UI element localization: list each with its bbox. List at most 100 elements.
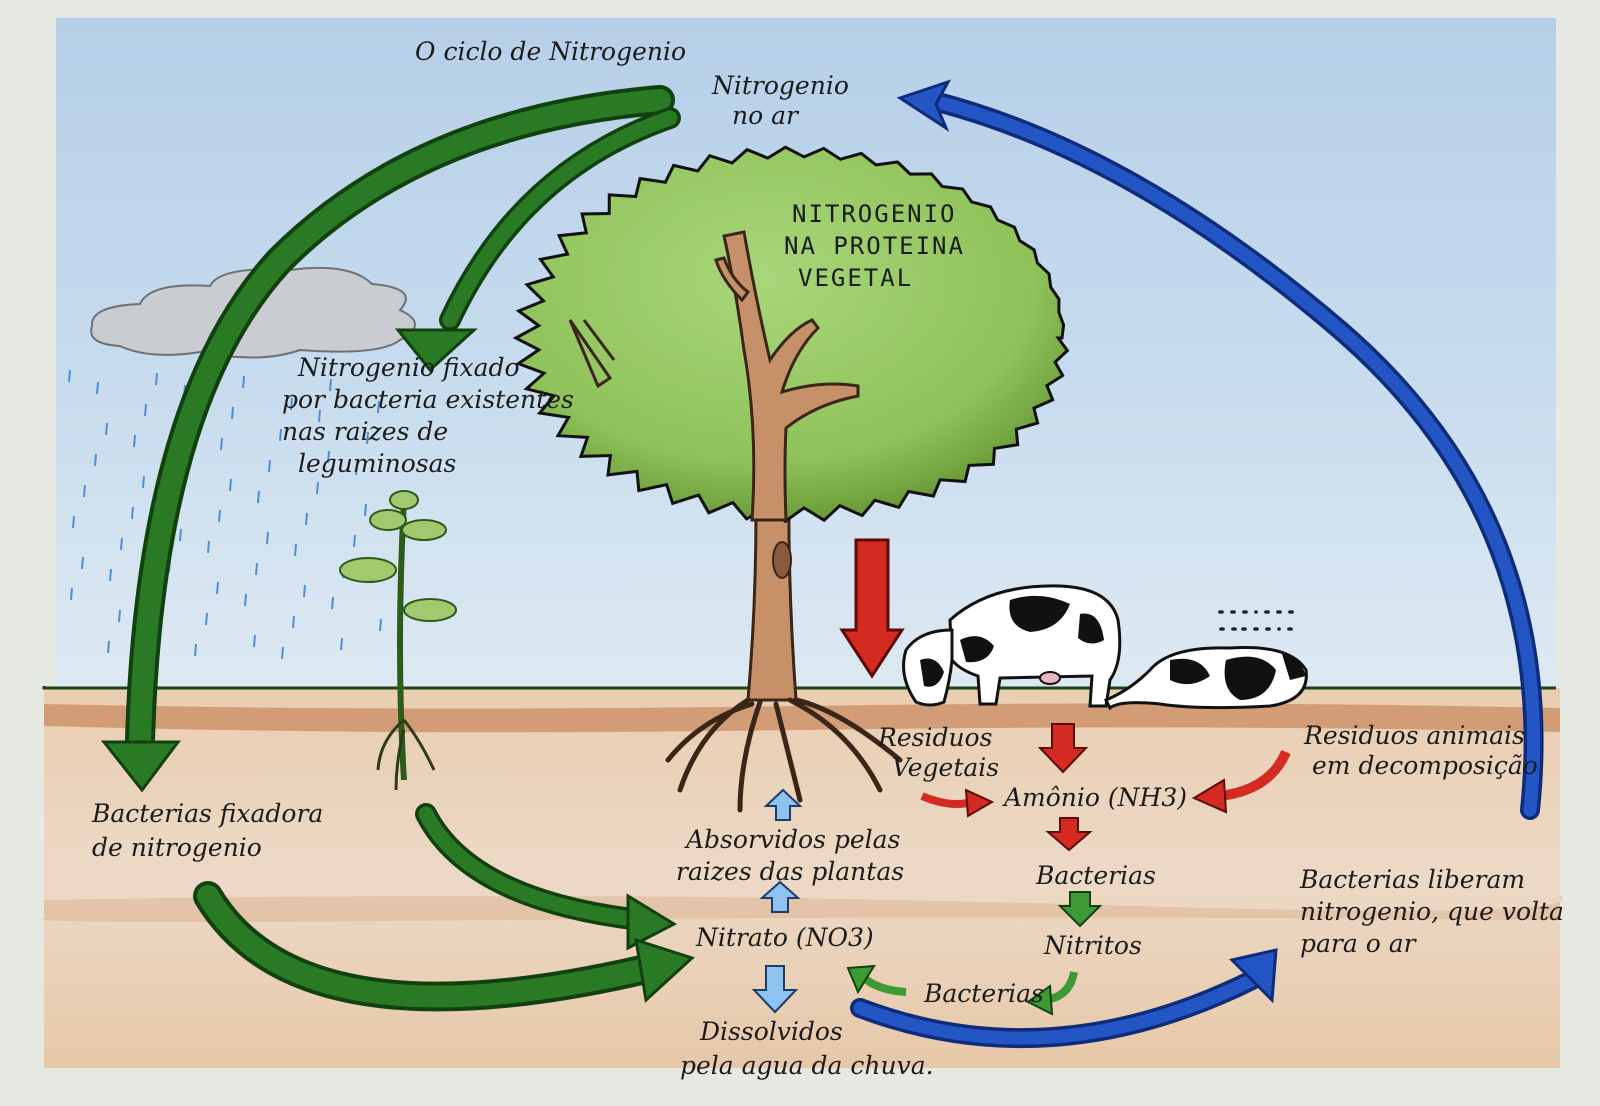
svg-text:em decomposição: em decomposição (1312, 751, 1538, 780)
label-dissolved-by-rain: Dissolvidos pela agua da chuva. (680, 1017, 934, 1080)
label-fixed-by-legumes: Nitrogenio fixado por bacteria existente… (282, 353, 574, 478)
rain-drop (244, 593, 247, 607)
rain-drop (279, 428, 282, 442)
svg-text:Bacterias liberam: Bacterias liberam (1299, 865, 1525, 894)
rain-drop (366, 431, 369, 445)
legume-plant (339, 490, 457, 791)
speck (1254, 610, 1258, 614)
red-arrow-ammonia-to-bacteria (1045, 817, 1093, 852)
rain-drop (81, 556, 84, 570)
rain-drop (257, 490, 260, 504)
blue-return-arrow (896, 79, 1544, 820)
rain-drop (109, 568, 112, 582)
decomposition-specks (1218, 610, 1294, 631)
blue-arrow-nitrate-up (759, 880, 801, 913)
rain-drop (216, 581, 219, 595)
svg-text:Absorvidos pelas: Absorvidos pelas (684, 825, 900, 854)
svg-text:nas raizes de: nas raizes de (282, 417, 448, 446)
speck (1232, 610, 1236, 614)
label-nitrogen-in-air: Nitrogenio no ar (711, 71, 849, 130)
svg-text:raizes das plantas: raizes das plantas (676, 857, 904, 886)
rain-drop (327, 450, 330, 464)
speck (1278, 610, 1282, 614)
speck (1243, 627, 1247, 631)
svg-text:de nitrogenio: de nitrogenio (92, 833, 262, 862)
speck (1266, 610, 1270, 614)
svg-text:para o ar: para o ar (1300, 929, 1418, 958)
svg-text:Nitrogenio: Nitrogenio (711, 71, 849, 100)
diagram-title: O ciclo de Nitrogenio (415, 37, 686, 66)
rain-drop (142, 475, 145, 489)
speck (1244, 610, 1248, 614)
rain-drop (331, 596, 334, 610)
speck (1221, 627, 1225, 631)
speck (1220, 610, 1224, 614)
rain-drop (155, 372, 158, 386)
rain-drop (68, 369, 71, 383)
red-arrow-animal-residue (1191, 749, 1291, 814)
speck (1289, 627, 1293, 631)
rain-drop (231, 406, 234, 420)
rain-drop (205, 612, 208, 626)
svg-text:Nitrogenio fixado: Nitrogenio fixado (297, 353, 520, 382)
rain-drop (281, 646, 284, 660)
rain-drop (229, 478, 232, 492)
lying-cow (1103, 646, 1308, 711)
rain-drop (242, 375, 245, 389)
label-animal-residue: Residuos animais em decomposição (1303, 721, 1538, 780)
svg-text:no ar: no ar (732, 101, 800, 130)
rain-drop (179, 528, 182, 542)
svg-text:Dissolvidos: Dissolvidos (699, 1017, 843, 1046)
blue-arrow-dissolved-down (751, 965, 799, 1014)
svg-text:Residuos: Residuos (877, 723, 992, 752)
speck (1255, 627, 1259, 631)
svg-text:por bacteria existentes: por bacteria existentes (282, 385, 574, 414)
blue-arrow-to-release (850, 948, 1278, 1049)
svg-text:leguminosas: leguminosas (298, 449, 456, 478)
rain-drop (133, 434, 136, 448)
rain-drop (329, 378, 332, 392)
rain-drop (303, 584, 306, 598)
rain-drop (194, 643, 197, 657)
green-arrow-legume-to-nitrate (415, 803, 678, 951)
blue-arrow-absorbed-up (763, 788, 803, 821)
label-nitrites: Nitritos (1043, 931, 1142, 960)
svg-text:Bacterias fixadora: Bacterias fixadora (91, 799, 323, 828)
rain-drop (107, 640, 110, 654)
red-arrow-to-ground (839, 538, 905, 679)
rain-drop (220, 437, 223, 451)
label-bacteria-release: Bacterias liberam nitrogenio, que volta … (1299, 865, 1564, 958)
label-ammonia: Amônio (NH3) (1002, 783, 1187, 812)
label-nitrate: Nitrato (NO3) (695, 923, 874, 952)
green-arrow-air-to-legumes (394, 107, 681, 373)
rain-drop (131, 506, 134, 520)
rain-drop (316, 481, 319, 495)
svg-text:VEGETAL: VEGETAL (798, 264, 913, 292)
rain-drop (266, 531, 269, 545)
speck (1267, 627, 1271, 631)
rain-drop (72, 515, 75, 529)
tree-branches (568, 230, 860, 522)
svg-text:Residuos animais: Residuos animais (1303, 721, 1525, 750)
rain-drop (144, 403, 147, 417)
soil-stripe (44, 703, 1560, 733)
rain-drop (268, 459, 271, 473)
svg-text:NA PROTEINA: NA PROTEINA (784, 232, 965, 260)
rain-drop (290, 397, 293, 411)
rain-drop (292, 615, 295, 629)
svg-text:pela agua da chuva.: pela agua da chuva. (680, 1051, 934, 1080)
svg-text:nitrogenio, que volta: nitrogenio, que volta (1300, 897, 1564, 926)
rain-drop (305, 512, 308, 526)
rain-drop (294, 543, 297, 557)
green-arrow-bacteria-to-nitrate (846, 964, 907, 996)
rain-drop (377, 400, 380, 414)
standing-cow (902, 584, 1122, 708)
rain-drop (255, 562, 258, 576)
label-plant-residue: Residuos Vegetais (877, 723, 999, 782)
rain-drop (207, 540, 210, 554)
green-arrow-nitrites-to-bacteria (1026, 971, 1078, 1016)
rain-drop (118, 609, 121, 623)
rain-drop (83, 484, 86, 498)
speck (1233, 627, 1237, 631)
